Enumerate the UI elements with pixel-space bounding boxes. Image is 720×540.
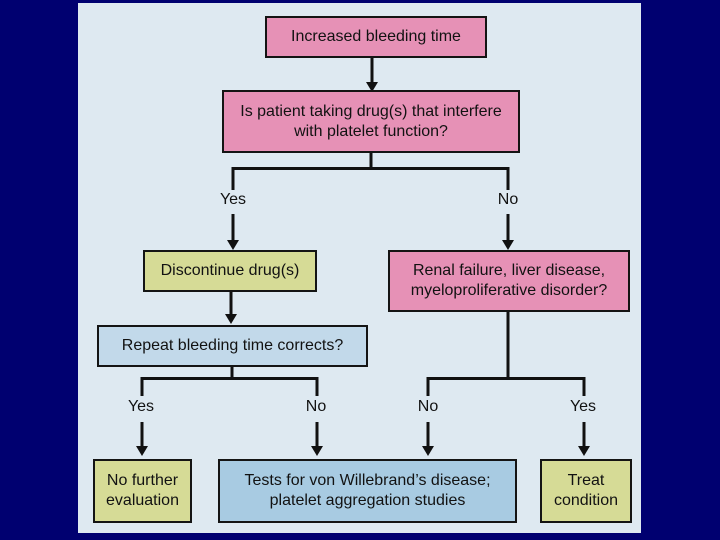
node-drug-interference-question: Is patient taking drug(s) that interfere… [222,90,520,153]
node-label: Is patient taking drug(s) that interfere… [240,102,502,140]
node-label: Increased bleeding time [291,28,461,46]
edge-label-renal-no: No [417,398,439,415]
node-treat-condition: Treat condition [540,459,632,523]
node-label: Repeat bleeding time corrects? [121,337,344,355]
node-repeat-bleeding-time: Repeat bleeding time corrects? [97,325,368,367]
edge-label-drug-no: No [497,191,519,208]
node-label: No further evaluation [106,472,179,509]
node-discontinue-drugs: Discontinue drug(s) [143,250,317,292]
node-label: Discontinue drug(s) [160,262,300,280]
node-no-further-evaluation: No further evaluation [93,459,192,523]
edge-label-repeat-no: No [305,398,327,415]
node-label: Tests for von Willebrand’s disease; plat… [244,472,491,509]
node-renal-failure-question: Renal failure, liver disease, myeloproli… [388,250,630,312]
edge-label-renal-yes: Yes [569,398,597,415]
node-increased-bleeding-time: Increased bleeding time [265,16,487,58]
edge-label-repeat-yes: Yes [127,398,155,415]
edge-label-drug-yes: Yes [219,191,247,208]
node-label: Renal failure, liver disease, myeloproli… [410,262,608,299]
node-label: Treat condition [553,472,619,509]
node-von-willebrand-tests: Tests for von Willebrand’s disease; plat… [218,459,517,523]
